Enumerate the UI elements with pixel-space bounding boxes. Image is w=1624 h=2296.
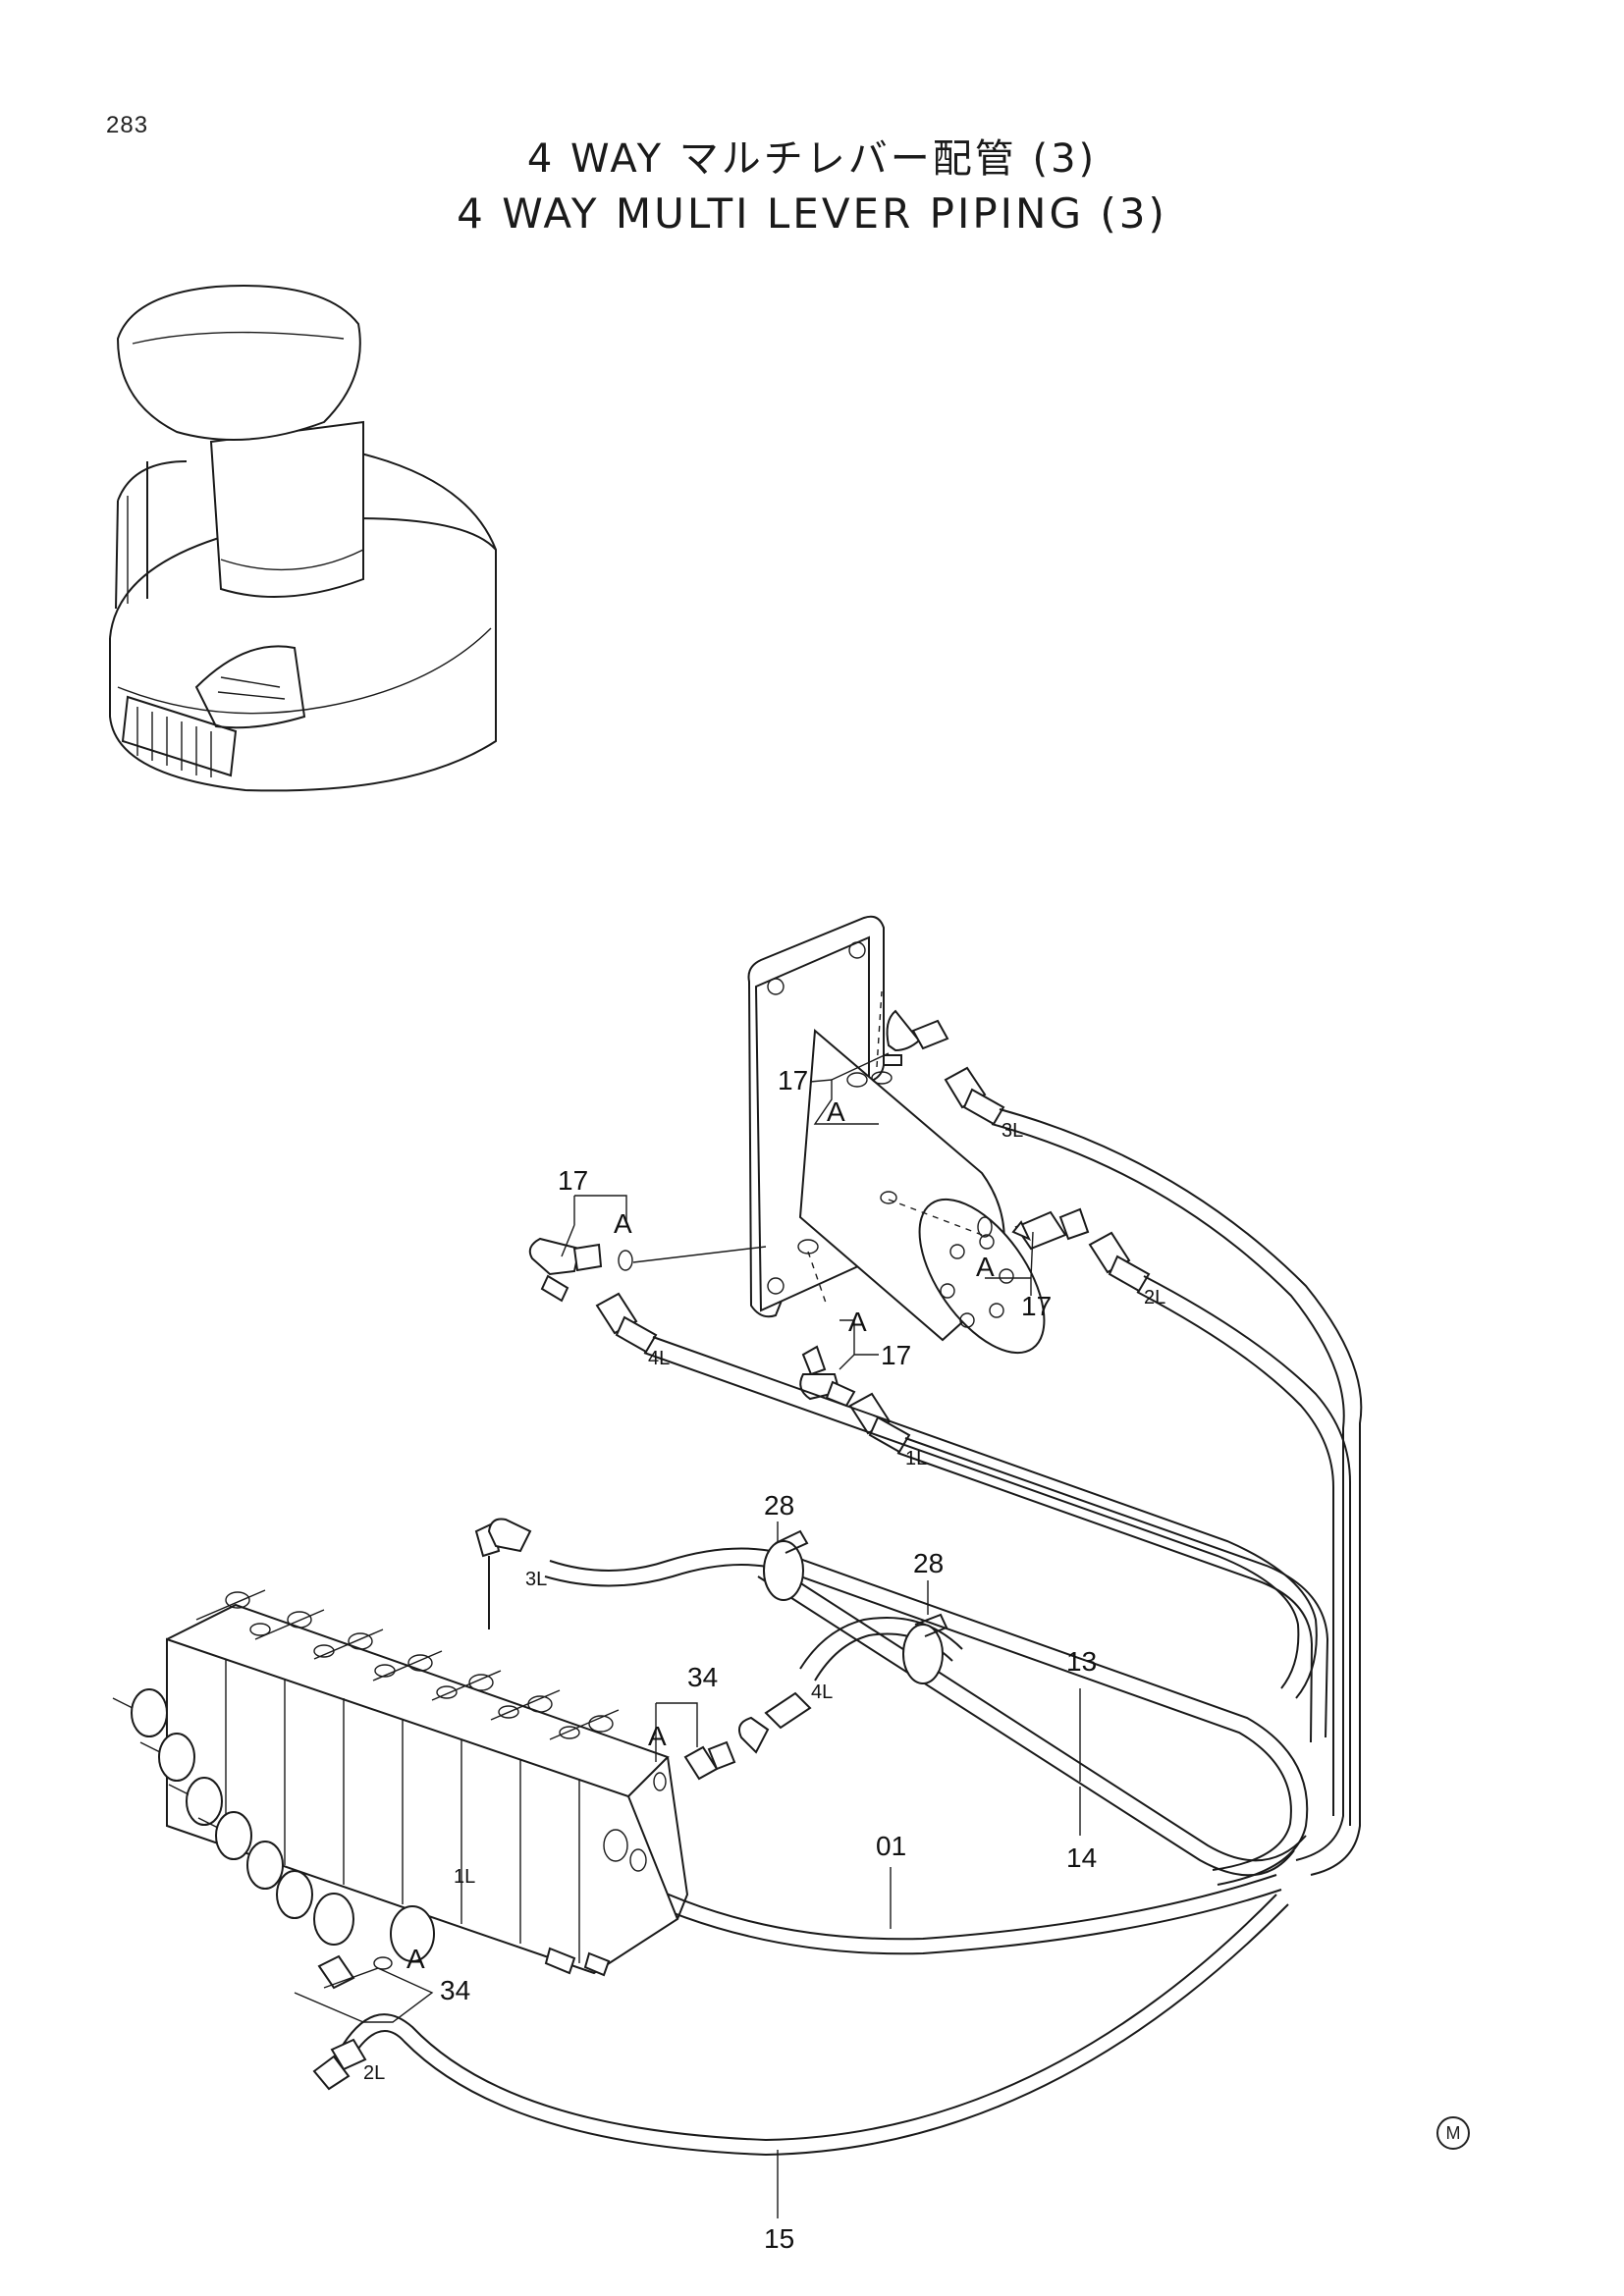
hose-end-2l-bottom [312, 2038, 367, 2091]
hose-end-4l-bottom [738, 1691, 812, 1754]
hose-end-4l-top [595, 1292, 658, 1354]
fitting-17-right [977, 1207, 1090, 1251]
hoses [338, 1108, 1363, 2157]
hose-end-2l-top [1088, 1231, 1151, 1293]
callout-15: 15 [764, 2223, 794, 2254]
fitting-17-left [528, 1237, 633, 1303]
lever-console-inset [109, 285, 497, 792]
callout-01: 01 [876, 1831, 906, 1861]
port-label-1l-bottom: 1L [454, 1866, 475, 1888]
page-number: 283 [106, 112, 149, 138]
callout-a-left: A [614, 1208, 632, 1239]
callout-28-b: 28 [913, 1548, 944, 1578]
clamp-28-b [902, 1613, 948, 1684]
port-label-3l-bottom: 3L [525, 1569, 547, 1590]
port-label-2l-top: 2L [1144, 1287, 1165, 1308]
spool-caps [112, 1688, 435, 1962]
callout-14: 14 [1066, 1842, 1097, 1873]
callout-17-lower: 17 [881, 1340, 911, 1370]
page-title: 4 WAY マルチレバー配管 (3) 4 WAY MULTI LEVER PIP… [0, 132, 1624, 241]
fitting-17-top [871, 1009, 949, 1085]
clamp-28-a [763, 1529, 809, 1601]
callout-a-top: A [827, 1096, 845, 1127]
port-label-3l-top: 3L [1001, 1120, 1023, 1142]
maker-mark-icon: M [1436, 2116, 1470, 2150]
port-label-1l-top: 1L [905, 1448, 927, 1469]
title-japanese: 4 WAY マルチレバー配管 (3) [526, 136, 1098, 182]
callout-a-lower: A [848, 1307, 867, 1337]
callout-34-top: 34 [687, 1662, 718, 1692]
hose-end-3l-top [944, 1066, 1005, 1126]
fitting-34-upper [653, 1740, 736, 1791]
callout-28-a: 28 [764, 1490, 794, 1521]
title-english: 4 WAY MULTI LEVER PIPING (3) [457, 189, 1167, 238]
callout-a-34: A [648, 1721, 667, 1751]
leader-lines [294, 1052, 1081, 2218]
callout-a-right: A [976, 1252, 995, 1282]
callout-34-lower: 34 [440, 1975, 470, 2005]
port-label-4l-top: 4L [648, 1348, 670, 1369]
port-label-2l-bottom: 2L [363, 2062, 385, 2084]
callout-17-right: 17 [1021, 1291, 1052, 1321]
callout-a-34-lower: A [406, 1944, 425, 1974]
pilot-valve [747, 915, 1046, 1355]
fitting-34-lower [317, 1954, 393, 1990]
callout-17-top: 17 [778, 1065, 808, 1095]
fitting-17-lower [799, 1345, 856, 1408]
port-label-4l-bottom: 4L [811, 1682, 833, 1703]
mini-valve-block [121, 695, 238, 777]
hose-end-3l-bottom [474, 1518, 532, 1629]
callout-17-left: 17 [558, 1165, 588, 1196]
control-valve-block [112, 1589, 689, 1977]
callout-labels: 17 A 17 A A 17 A 17 3L 2L 4L 1L 28 28 3L… [363, 1065, 1165, 2254]
callout-13: 13 [1066, 1646, 1097, 1677]
